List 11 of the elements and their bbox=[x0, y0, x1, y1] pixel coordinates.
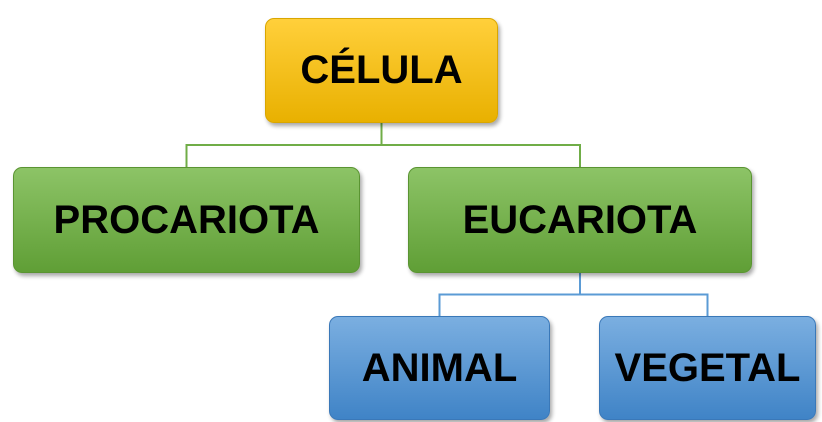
category-box bbox=[408, 167, 752, 273]
connector-line bbox=[579, 273, 708, 316]
category-box bbox=[599, 316, 816, 420]
category-box bbox=[265, 18, 498, 123]
box-label: CÉLULA bbox=[300, 48, 463, 93]
box-label: VEGETAL bbox=[614, 346, 800, 390]
box-label: PROCARIOTA bbox=[54, 198, 320, 242]
box-label: ANIMAL bbox=[362, 346, 518, 390]
category-box bbox=[329, 316, 550, 420]
box-label: EUCARIOTA bbox=[462, 198, 698, 242]
category-box bbox=[13, 167, 360, 273]
